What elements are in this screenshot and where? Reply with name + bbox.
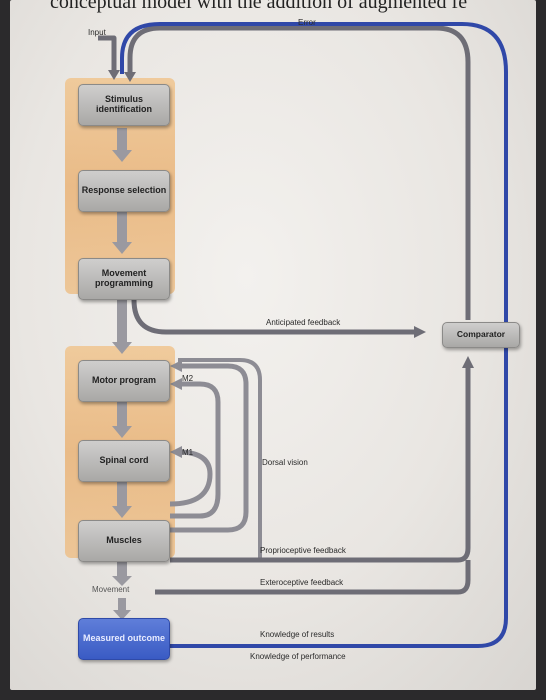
arrow-response-to-programming [117,212,127,242]
error-label: Error [298,18,316,27]
exteroceptive-feedback-line [155,560,471,595]
arrow-programming-to-motor-head [112,342,132,354]
arrow-stimulus-to-response-head [112,150,132,162]
error-loop [124,25,471,320]
input-label: Input [88,28,106,37]
movement-label: Movement [92,585,130,594]
knowledge-of-performance-label: Knowledge of performance [250,652,346,661]
proprioceptive-feedback-label: Proprioceptive feedback [260,546,346,555]
stage-arrows [112,128,132,620]
knowledge-of-results-label: Knowledge of results [260,630,335,639]
page-title-strip: conceptual model with the addition of au… [10,0,536,16]
arrow-muscles-to-movement [117,562,127,576]
m2-loop [170,360,249,533]
m1-label: M1 [182,448,194,457]
flow-diagram [98,22,508,648]
arrow-motor-to-spinal-head [112,426,132,438]
arrow-response-to-programming-head [112,242,132,254]
stimulus-identification-box: Stimulus identification [78,84,170,126]
dorsal-vision-label: Dorsal vision [262,458,308,467]
figure-page: conceptual model with the addition of au… [10,0,536,690]
arrow-stimulus-to-response [117,128,127,150]
proprioceptive-feedback-line [170,356,474,563]
m1-loop [169,378,221,519]
arrow-motor-to-spinal [117,402,127,426]
m2-label: M2 [182,374,194,383]
arrow-spinal-to-muscles [117,482,127,506]
dorsal-vision-line [178,358,262,562]
anticipated-feedback-arrow [131,299,426,338]
input-arrow [98,35,120,80]
response-selection-box: Response selection [78,170,170,212]
exteroceptive-feedback-label: Exteroceptive feedback [260,578,344,587]
motor-program-box: Motor program [78,360,170,402]
arrow-spinal-to-muscles-head [112,506,132,518]
movement-programming-box: Movement programming [78,258,170,300]
anticipated-feedback-label: Anticipated feedback [266,318,341,327]
page-title: conceptual model with the addition of au… [50,0,468,13]
augmented-feedback-loop [120,22,508,648]
spinal-cord-box: Spinal cord [78,440,170,482]
arrow-movement-to-outcome [118,598,126,610]
muscles-box: Muscles [78,520,170,562]
arrow-movement-to-outcome-head [113,610,131,620]
measured-outcome-box: Measured outcome [78,618,170,660]
arrow-programming-to-motor [117,298,127,342]
comparator-box: Comparator [442,322,520,348]
arrow-muscles-to-movement-head [112,576,132,586]
